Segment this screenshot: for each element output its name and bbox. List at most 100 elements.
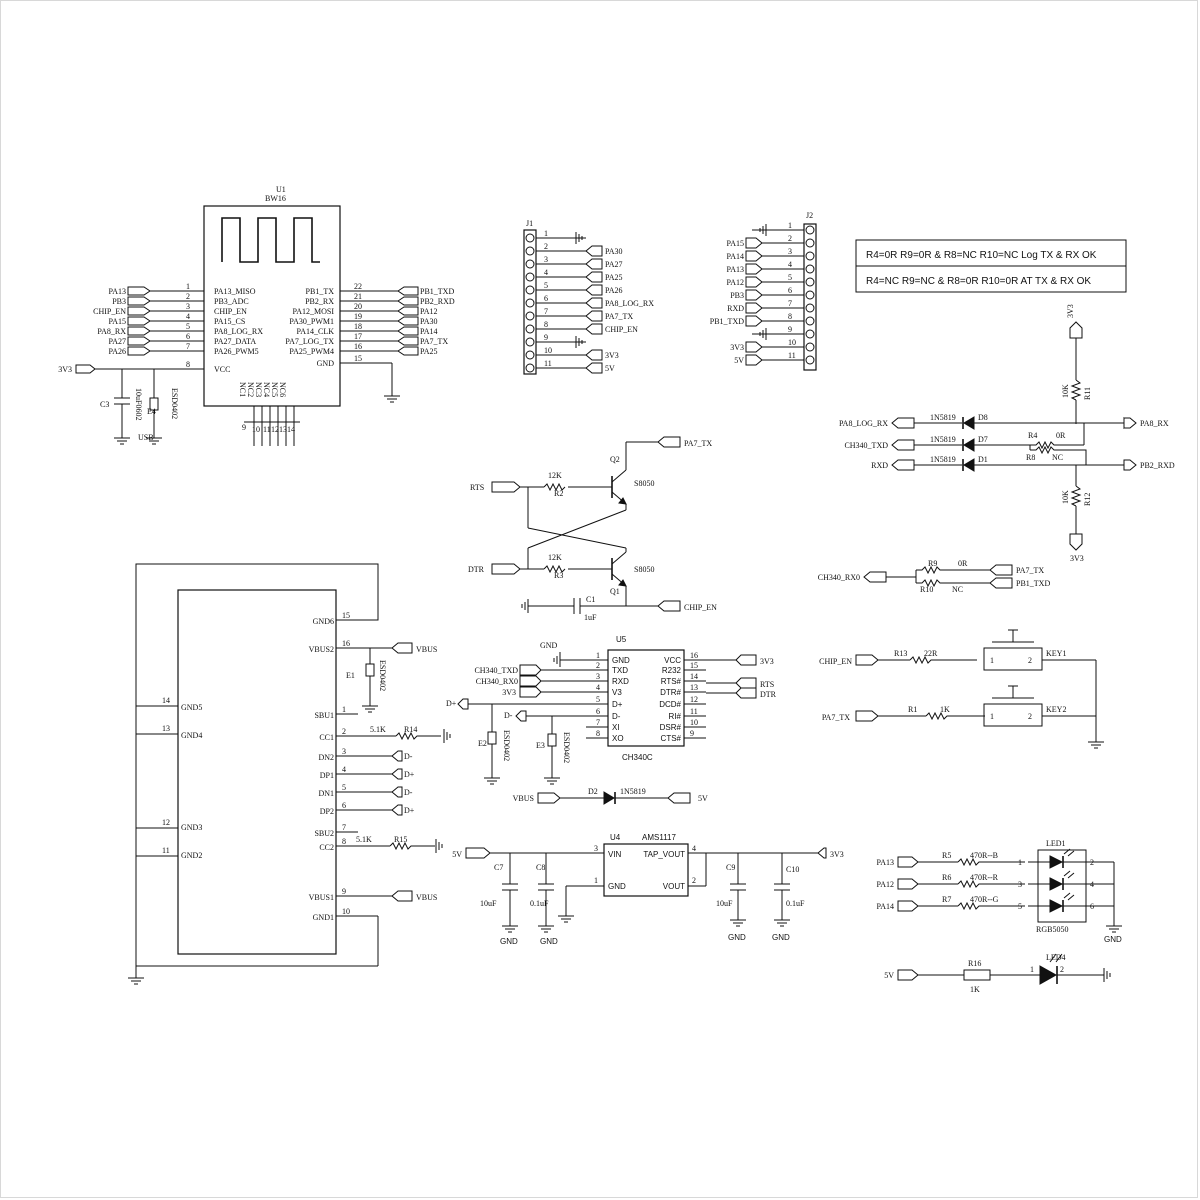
nc-label: NC1 [238,382,247,397]
u5-pin-name: XI [612,723,620,732]
net-label: GND [500,937,518,946]
pin-circle [805,264,815,274]
net-label: 3V3 [1066,304,1075,318]
diode-part: 1N5819 [930,455,956,464]
q1-ref: Q1 [610,587,620,596]
diode-d7-icon [963,438,975,452]
pin-num: 3 [544,255,548,264]
pin-circle [805,238,815,248]
u1-pin-num: 8 [186,360,190,369]
e3-value: ESD0402 [562,732,571,763]
r8-value: NC [1052,453,1063,462]
pin-num: 2 [544,242,548,251]
usb-pin-num: 15 [342,611,350,620]
pin-circle [525,246,535,256]
r12-ref: R12 [1083,493,1092,506]
u4-pin-num: 1 [594,876,598,885]
c9-value: 10uF [716,899,733,908]
u5-pin-name: RXD [612,677,629,686]
pin-num: 8 [544,320,548,329]
rgb-resistor-value: 470R--R [970,873,999,882]
pin-circle [525,337,535,347]
u1-pin-name: PB3_ADC [214,297,249,306]
e3-ref: E3 [536,741,545,750]
net-label: CHIP_EN [605,325,638,334]
net-label: PA8_RX [1140,419,1169,428]
pin-num: 3 [788,247,792,256]
u1-bw16-module: U1 BW16 1 2 3 4 5 6 7 8 PA13_MISO PB3_AD… [58,185,455,446]
pin-num: 6 [544,294,548,303]
net-label: PA12 [877,880,895,889]
rx-select: CH340_RX0 R9 0R R10 NC PA7_TX PB1_TXD [818,559,1051,594]
usb-pin-name: CC2 [319,843,334,852]
u5-pin-name: D+ [612,700,623,709]
usb-pin-num: 9 [342,887,346,896]
u5-pin-num: 10 [690,718,698,727]
autoreset-circuit: RTS DTR 12K R2 12K R3 PA7_TX Q2 S8050 Q1… [468,436,717,622]
r13-value: 22R [924,649,938,658]
u4-body [603,843,689,897]
net-label: RTS [470,483,484,492]
u1-pin-num: 22 [354,282,362,291]
net-label: GND [1104,935,1122,944]
u1-pin-num: 7 [186,342,190,351]
usb-pin-num: 11 [162,846,170,855]
net-label: PA8_LOG_RX [605,299,654,308]
pin-num: 9 [788,325,792,334]
r3-value: 12K [548,553,562,562]
usb-c-connector: 14 13 12 11 GND5 GND4 GND3 GND2 GND6 15 … [127,563,451,985]
u5-pin-name: V3 [612,688,622,697]
led-diode-icon [1049,855,1064,869]
rgb-resistor-ref: R7 [942,895,951,904]
pin-circle [525,233,535,243]
usb-note: USB [138,433,154,442]
key-pin: 1 [990,712,994,721]
net-label: PA30 [605,247,623,256]
net-label: CHIP_EN [819,657,852,666]
led1-pin: 5 [1018,902,1022,911]
u4-part: AMS1117 [642,833,676,842]
usb-pin-name: GND5 [181,703,202,712]
e4-value: ESD0402 [170,388,179,419]
net-label: 3V3 [1070,554,1084,563]
u4-ref: U4 [610,833,621,842]
usb-pin-name: GND2 [181,851,202,860]
net-label: PA14 [727,252,745,261]
pin-circle [525,311,535,321]
net-label: 3V3 [730,343,744,352]
net-label: CH340_TXD [474,666,518,675]
net-label: 5V [734,356,744,365]
u5-pin-num: 2 [596,661,600,670]
pin-circle [805,355,815,365]
net-label: DTR [760,690,777,699]
net-label: GND [540,641,558,650]
diode-part: 1N5819 [930,435,956,444]
u4-pin-name: VIN [608,850,622,859]
u5-pin-num: 5 [596,695,600,704]
u5-pin-num: 16 [690,651,698,660]
u1-pin-name: PA14_CLK [297,327,335,336]
q2-part: S8050 [634,479,654,488]
net-label: PA7_TX [420,337,448,346]
usb-pin-name: GND6 [313,617,334,626]
j1-ref: J1 [526,219,533,228]
usb-pin-num: 2 [342,727,346,736]
r11-value: 10K [1061,384,1070,398]
config-row-at: R4=NC R9=NC & R8=0R R10=0R AT TX & RX OK [866,276,1091,287]
net-label: PA8_LOG_RX [839,419,888,428]
u1-pin-num: 14 [287,425,295,434]
net-label: 5V [698,794,708,803]
c8-value: 0.1uF [530,899,549,908]
net-label: PB1_TXD [710,317,744,326]
net-label: RXD [727,304,744,313]
net-label: CHIP_EN [684,603,717,612]
diode-ref: D8 [978,413,988,422]
usb-pin-num: 5 [342,783,346,792]
r15-value: 5.1K [356,835,372,844]
u5-pin-num: 15 [690,661,698,670]
u4-ams1117: U4 AMS1117 VIN 3 GND 1 TAP_VOUT 4 VOUT 2… [452,833,844,946]
net-label: PA25 [605,273,623,282]
u1-right-pins: 22 21 20 19 18 17 16 15 PB1_TX PB2_RX PA… [285,282,455,403]
pin-circle [805,316,815,326]
net-label: PA14 [420,327,438,336]
